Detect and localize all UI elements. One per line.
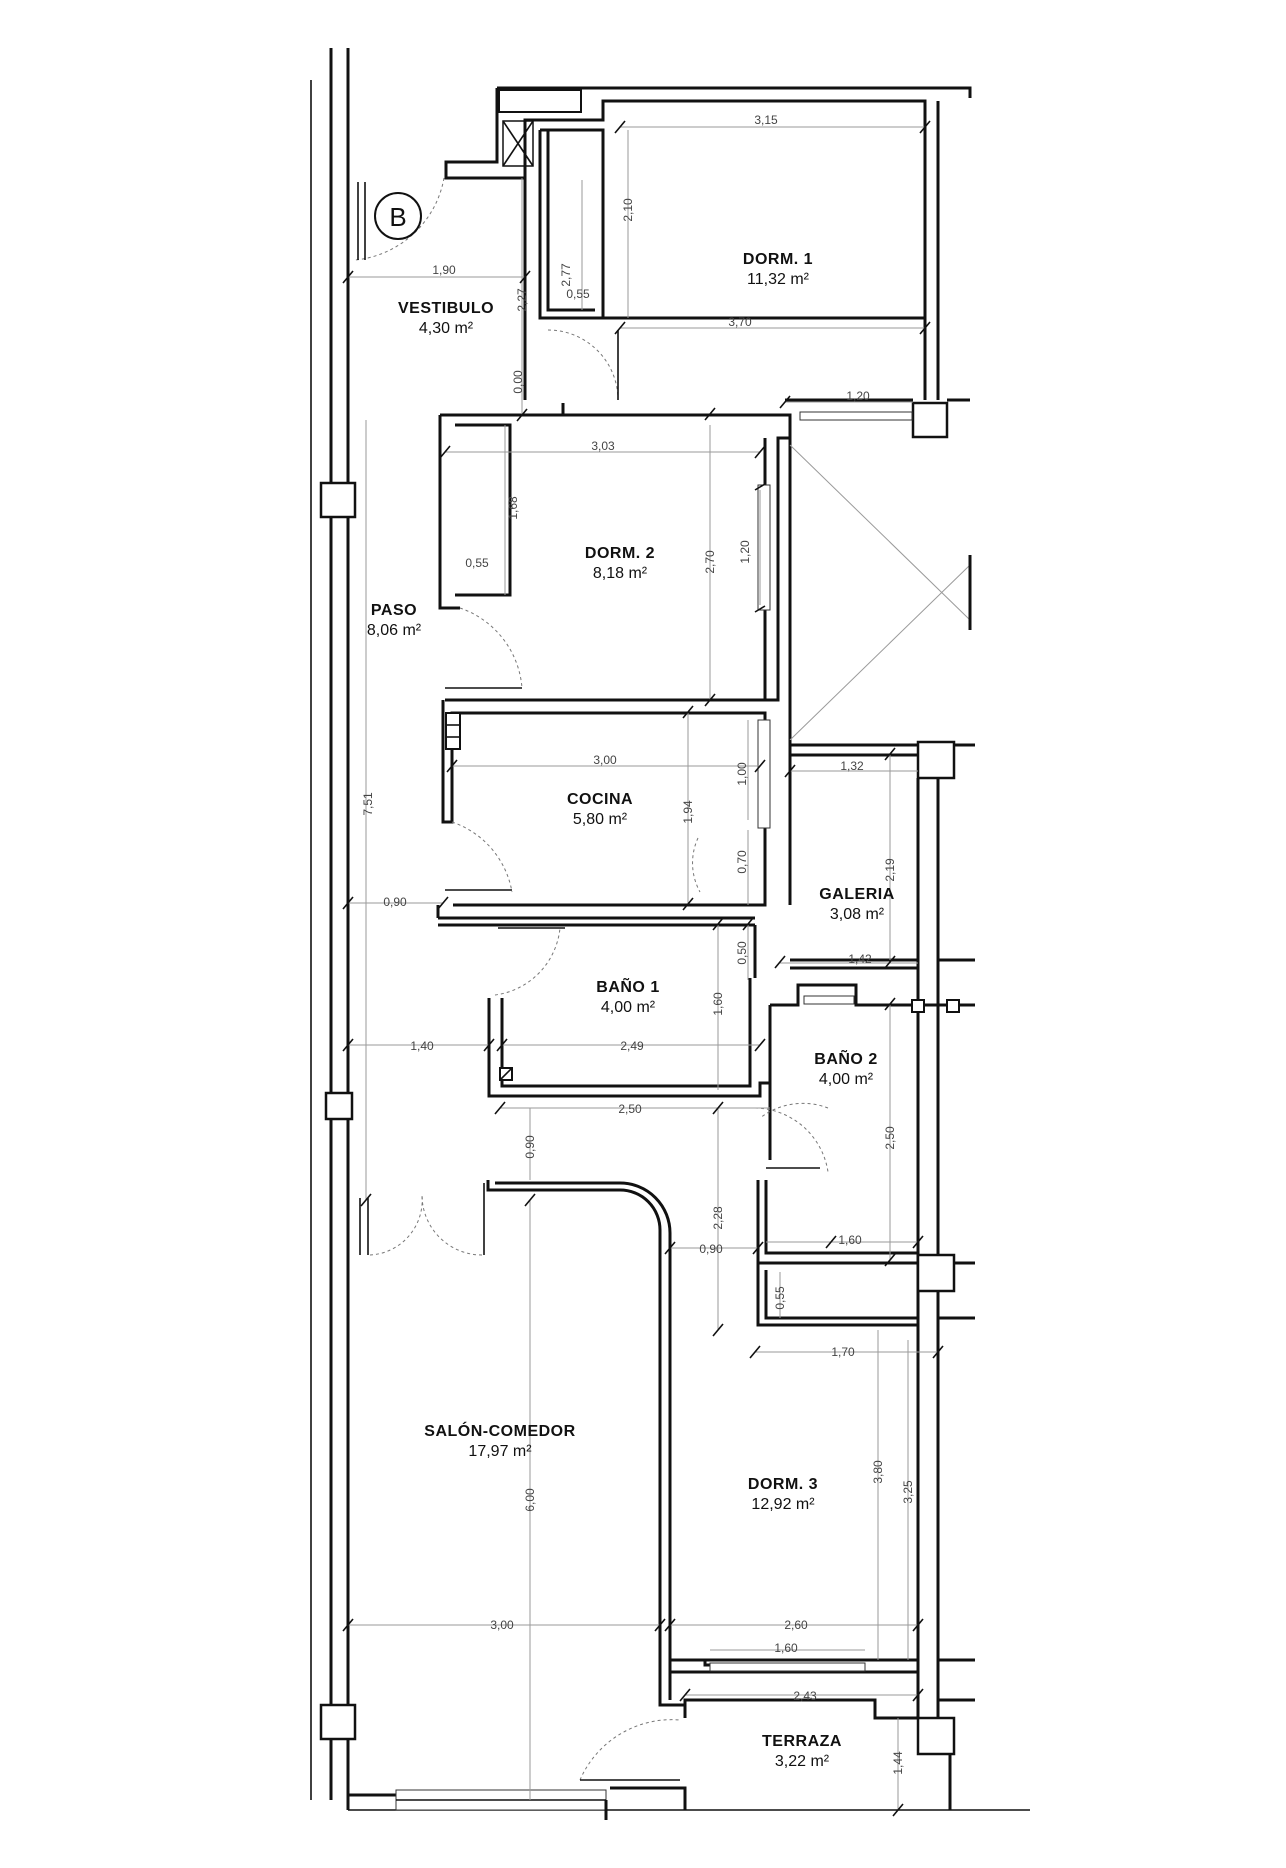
dim-label: 2,70	[703, 550, 717, 574]
galeria-walls	[790, 778, 975, 1700]
room-name-dorm1: DORM. 1	[743, 251, 813, 268]
dim-label: 1,60	[838, 1233, 862, 1247]
room-area-dorm2: 8,18 m²	[593, 565, 648, 582]
dim-label: 0,90	[383, 895, 407, 909]
dimension-ticks	[342, 120, 944, 1817]
room-area-bano2: 4,00 m²	[819, 1071, 874, 1088]
dim-label: 0,90	[523, 1135, 537, 1159]
room-name-terraza: TERRAZA	[762, 1733, 842, 1750]
galeria-door-swing	[692, 837, 701, 893]
room-labels: DORM. 1 11,32 m² VESTIBULO 4,30 m² DORM.…	[367, 251, 895, 1770]
room-name-dorm3: DORM. 3	[748, 1476, 818, 1493]
dorm1-door-swing	[547, 329, 619, 401]
dim-label: 2,49	[620, 1039, 644, 1053]
dim-label: 0,55	[773, 1286, 787, 1310]
dorm3-walls	[670, 1658, 975, 1702]
dim-label: 1,68	[506, 496, 520, 520]
dorm2-door-swing	[459, 607, 523, 689]
dim-label: 3,03	[591, 439, 615, 453]
dim-label: 2,50	[883, 1126, 897, 1150]
dim-label: 1,42	[848, 952, 872, 966]
terraza-door-swing	[579, 1719, 681, 1781]
dim-label: 1,90	[432, 263, 456, 277]
dim-label: 2,27	[515, 288, 529, 312]
dim-label: 0,90	[699, 1242, 723, 1256]
room-area-terraza: 3,22 m²	[775, 1753, 830, 1770]
dim-label: 1,60	[711, 992, 725, 1016]
dim-label: 2,10	[621, 198, 635, 222]
dim-label: 0,55	[566, 287, 590, 301]
dim-label: 0,50	[735, 941, 749, 965]
dimension-lines	[348, 126, 938, 1810]
room-name-bano2: BAÑO 2	[814, 1048, 877, 1068]
dim-label: 1,44	[891, 1751, 905, 1775]
dim-label: 0,70	[735, 850, 749, 874]
bano2-door-swing	[759, 1102, 829, 1119]
dim-label: 1,32	[840, 759, 864, 773]
marker-circle	[374, 192, 422, 240]
room-name-dorm2: DORM. 2	[585, 545, 655, 562]
left-facade-wall	[310, 48, 1030, 1811]
dim-label: 0,00	[511, 370, 525, 394]
dorm2-walls	[438, 403, 792, 740]
room-area-paso: 8,06 m²	[367, 622, 422, 639]
room-name-bano1: BAÑO 1	[596, 976, 659, 996]
dim-label: 2,43	[793, 1689, 817, 1703]
dim-label: 3,15	[754, 113, 778, 127]
room-area-dorm1: 11,32 m²	[747, 271, 810, 288]
room-area-bano1: 4,00 m²	[601, 999, 656, 1016]
dim-label: 3,00	[593, 753, 617, 767]
marker-label: B	[389, 202, 406, 232]
cocina-walls	[436, 700, 975, 927]
dimension-labels: 3,15 2,10 2,77 0,55 3,70 1,90 2,27 0,00 …	[361, 113, 915, 1775]
dim-label: 1,60	[774, 1641, 798, 1655]
dim-label: 6,00	[523, 1488, 537, 1512]
bano1-door-swing	[494, 927, 561, 996]
dim-label: 0,55	[465, 556, 489, 570]
salon-walls	[359, 1180, 687, 1718]
dim-label: 2,77	[559, 263, 573, 287]
dim-label: 7,51	[361, 792, 375, 816]
dorm1-walls	[444, 86, 972, 439]
dim-label: 1,94	[681, 800, 695, 824]
room-name-salon: SALÓN-COMEDOR	[424, 1421, 575, 1440]
dim-label: 1,20	[738, 540, 752, 564]
dim-label: 1,00	[735, 762, 749, 786]
room-area-dorm3: 12,92 m²	[751, 1496, 815, 1513]
bano2-walls	[756, 983, 975, 1327]
room-name-cocina: COCINA	[567, 791, 633, 808]
room-area-galeria: 3,08 m²	[830, 906, 885, 923]
room-name-vestibulo: VESTIBULO	[398, 300, 494, 317]
dim-label: 1,40	[410, 1039, 434, 1053]
cocina-door-swing	[451, 821, 513, 893]
dim-label: 3,80	[871, 1460, 885, 1484]
dim-label: 3,70	[728, 315, 752, 329]
room-area-cocina: 5,80 m²	[573, 811, 628, 828]
dim-label: 2,19	[883, 858, 897, 882]
atrium-void	[789, 444, 972, 741]
dim-label: 2,60	[784, 1618, 808, 1632]
salon-door-left	[369, 1194, 423, 1256]
room-area-vestibulo: 4,30 m²	[419, 320, 474, 337]
dim-label: 3,00	[490, 1618, 514, 1632]
dim-label: 3,25	[901, 1480, 915, 1504]
dim-label: 2,50	[618, 1102, 642, 1116]
dim-label: 2,28	[711, 1206, 725, 1230]
salon-door-right	[421, 1194, 483, 1256]
dim-label: 1,20	[846, 389, 870, 403]
room-area-salon: 17,97 m²	[468, 1443, 532, 1460]
room-name-paso: PASO	[371, 602, 417, 619]
dim-label: 1,70	[831, 1345, 855, 1359]
terraza-walls	[604, 1698, 956, 1820]
room-name-galeria: GALERIA	[819, 886, 895, 903]
bano2-door-arc	[754, 1107, 829, 1173]
